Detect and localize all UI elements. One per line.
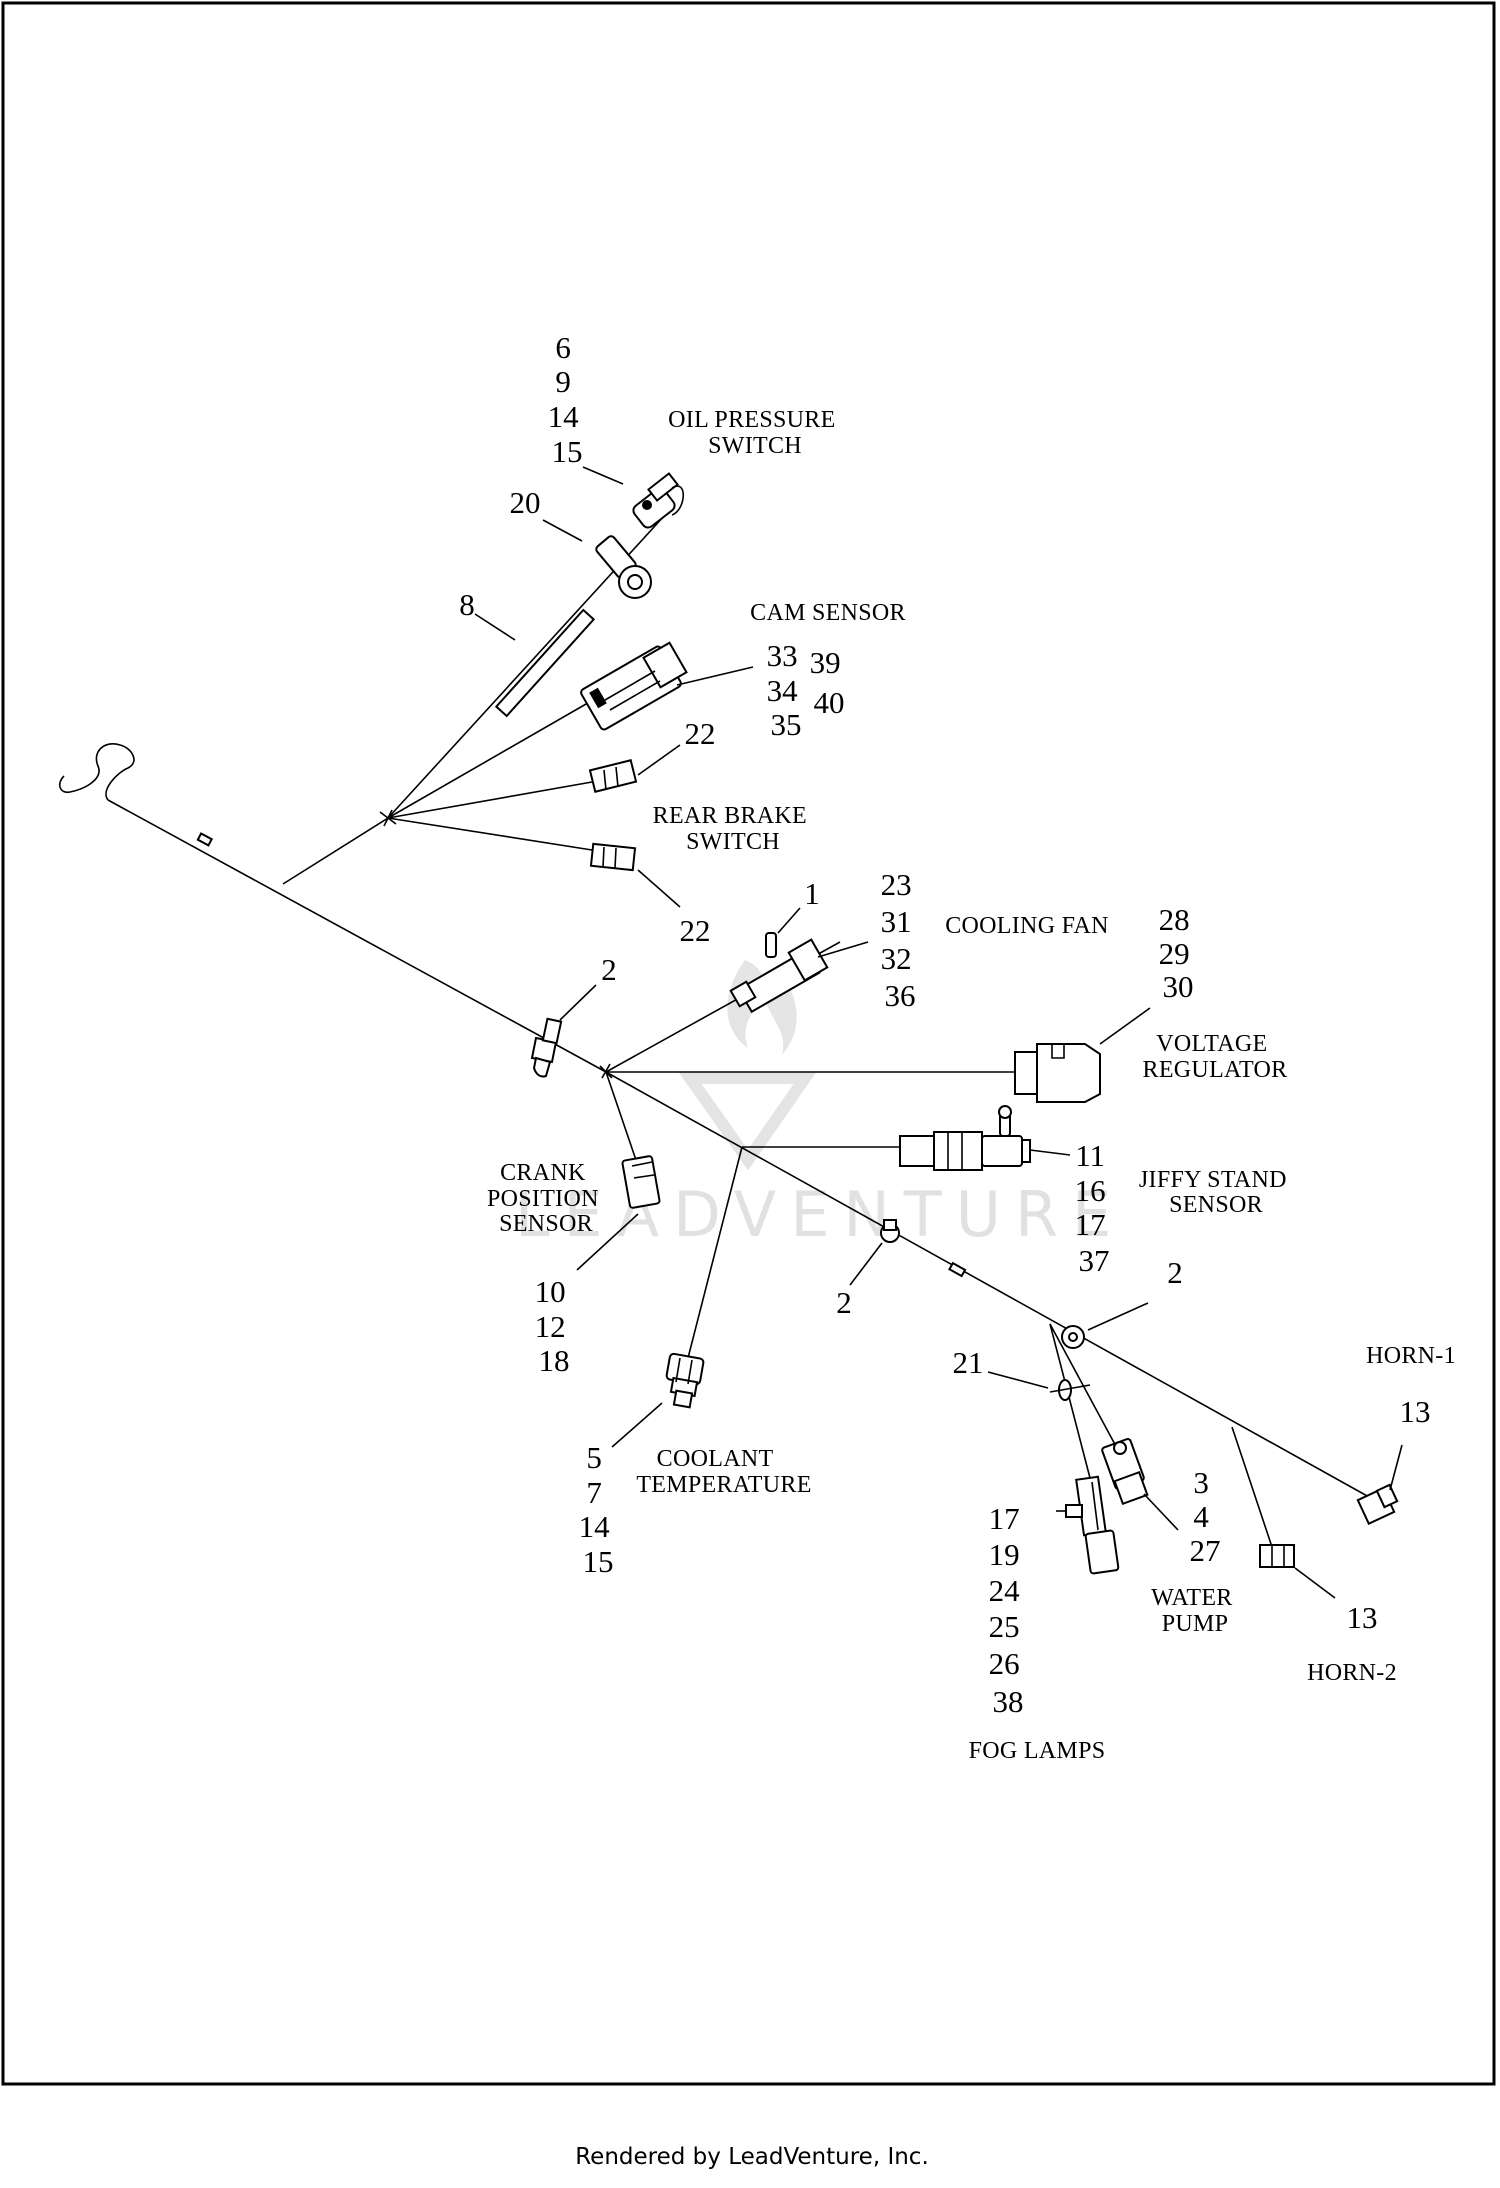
cam-sensor-connector — [580, 641, 688, 731]
oil-pressure-switch-part — [632, 472, 684, 529]
junction-mark — [379, 809, 397, 827]
brake-upper-wire — [387, 781, 593, 819]
callout-jiffy-stand: 11 16 17 37 — [1075, 1138, 1114, 1278]
clip-right-part — [1061, 1325, 1085, 1349]
leader-clip-right — [1087, 1302, 1149, 1331]
water-pump-wire — [1049, 1323, 1119, 1451]
leader-regulator — [1099, 1007, 1151, 1045]
trunk-end-squiggle — [58, 743, 135, 801]
water-pump-connector — [1101, 1438, 1149, 1506]
jiffy-stand-connector — [899, 1105, 1031, 1171]
callout-fan-clip: 1 — [804, 876, 820, 911]
leader-fan-clip — [777, 907, 801, 934]
brake-switch-upper-part — [588, 759, 638, 793]
callout-push-pin: 2 — [601, 952, 617, 987]
callout-oil-switch: 6 9 14 15 — [548, 330, 587, 469]
leader-brake-lower — [637, 869, 681, 908]
leader-brake-upper — [637, 744, 681, 776]
leader-horn-1 — [1389, 1444, 1403, 1491]
callout-brake-upper: 22 — [685, 716, 716, 751]
callout-cable-strap: 21 — [953, 1345, 984, 1380]
push-pin-part — [530, 1017, 563, 1078]
trunk-tape-marker-2 — [948, 1261, 967, 1278]
callout-cooling-fan: 23 31 32 36 — [881, 867, 920, 1013]
caption-water-pump: WATER PUMP — [1151, 1585, 1239, 1637]
caption-cam-sensor: CAM SENSOR — [750, 600, 906, 626]
brake-lower-wire — [387, 817, 593, 851]
caption-fog-lamps: FOG LAMPS — [969, 1738, 1106, 1764]
leader-cam-sensor — [676, 666, 754, 686]
leader-horn-2 — [1294, 1567, 1336, 1599]
callout-regulator: 28 29 30 — [1159, 902, 1198, 1004]
leader-cooling-fan — [817, 941, 869, 958]
caption-rear-brake-switch: REAR BRAKE SWITCH — [653, 803, 814, 855]
brake-switch-lower-part — [589, 842, 637, 872]
coolant-temperature-sensor-part — [665, 1352, 705, 1409]
cooling-fan-connector — [729, 932, 829, 1014]
leader-clip-mid — [849, 1242, 883, 1286]
trunk-tape-marker — [196, 832, 214, 847]
harness-wires — [58, 514, 1379, 1548]
junction-mark-2 — [599, 1063, 613, 1079]
callout-horn-2: 13 — [1347, 1600, 1378, 1635]
callout-brake-lower: 22 — [680, 913, 711, 948]
callout-coolant: 5 7 14 15 — [579, 1440, 618, 1579]
caption-voltage-regulator: VOLTAGE REGULATOR — [1143, 1031, 1288, 1083]
caption-oil-pressure-switch: OIL PRESSURE SWITCH — [668, 407, 842, 459]
leader-oil-switch — [582, 466, 624, 485]
horn-2-wire — [1231, 1426, 1273, 1548]
leader-cable-strap — [987, 1371, 1049, 1389]
caption-crank-position-sensor: CRANK POSITION SENSOR — [487, 1160, 605, 1237]
callout-clip-right: 2 — [1167, 1255, 1183, 1290]
callout-fog-lamps: 17 19 24 25 26 38 — [989, 1501, 1028, 1719]
conduit-part — [494, 608, 596, 718]
cam-sensor-wire — [387, 699, 594, 819]
caption-cooling-fan: COOLING FAN — [945, 913, 1109, 939]
callout-ring-terminal: 20 — [510, 485, 541, 520]
callout-water-pump: 3 4 27 — [1190, 1465, 1221, 1568]
caption-coolant-temperature: COOLANT TEMPERATURE — [636, 1446, 811, 1498]
callout-cam-sensor-b: 39 40 — [810, 645, 849, 720]
ring-terminal-part — [595, 535, 652, 599]
upper-branch-wire — [282, 817, 389, 885]
callout-cam-sensor-a: 33 34 35 — [767, 638, 806, 742]
leader-push-pin — [559, 984, 597, 1021]
watermark-text: LEADVENTURE — [515, 1178, 1125, 1251]
caption-horn-2: HORN-2 — [1307, 1660, 1397, 1686]
callout-conduit: 8 — [459, 587, 475, 622]
callout-numbers: 6 9 14 15 20 8 33 34 35 39 40 22 22 1 23… — [459, 330, 1430, 1719]
horn-1-connector — [1356, 1483, 1399, 1526]
coolant-branch-wire — [687, 1146, 743, 1359]
callout-crank-sensor: 10 12 18 — [535, 1274, 574, 1378]
fog-lamps-connector — [1056, 1475, 1120, 1575]
component-captions: OIL PRESSURE SWITCH CAM SENSOR REAR BRAK… — [487, 407, 1456, 1764]
callout-horn-1: 13 — [1400, 1394, 1431, 1429]
leader-crank-sensor — [576, 1213, 639, 1271]
leader-coolant — [611, 1402, 663, 1448]
fog-lamps-wire — [1049, 1323, 1091, 1479]
clip-mid-part — [880, 1219, 900, 1243]
crank-position-sensor-part — [621, 1155, 661, 1209]
watermark: LEADVENTURE — [515, 960, 1125, 1251]
leader-lines — [474, 466, 1403, 1599]
diagram-frame — [1, 1, 1496, 2086]
leader-conduit — [474, 613, 516, 641]
caption-horn-1: HORN-1 — [1366, 1343, 1456, 1369]
leader-ring-terminal — [542, 519, 583, 542]
footer-credit: Rendered by LeadVenture, Inc. — [575, 2144, 929, 2170]
cable-strap-part — [1049, 1379, 1091, 1401]
horn-2-connector — [1259, 1544, 1295, 1568]
leader-jiffy-stand — [1029, 1149, 1071, 1156]
leader-water-pump — [1143, 1493, 1179, 1531]
caption-jiffy-stand-sensor: JIFFY STAND SENSOR — [1139, 1167, 1293, 1218]
watermark-v-icon — [678, 1072, 817, 1171]
crank-sensor-wire — [605, 1071, 638, 1164]
callout-clip-mid: 2 — [836, 1285, 852, 1320]
voltage-regulator-connector — [1014, 1043, 1101, 1103]
